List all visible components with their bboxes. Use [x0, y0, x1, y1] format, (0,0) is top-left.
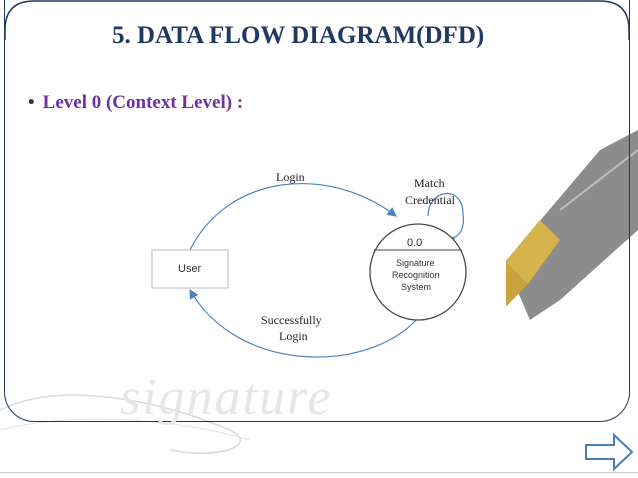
- flow-match-label-line2: Credential: [405, 193, 456, 207]
- process-name-line2: Recognition: [392, 270, 440, 280]
- flow-success-arrow: [189, 288, 419, 358]
- slide-title: 5. DATA FLOW DIAGRAM(DFD): [112, 22, 485, 49]
- process-name-line1: Signature: [396, 258, 435, 268]
- process-circle: [369, 223, 467, 321]
- process-id: 0.0: [407, 237, 422, 249]
- dfd-diagram: User 0.0 Signature Recognition System Lo…: [128, 154, 506, 374]
- bullet-text: Level 0 (Context Level) :: [42, 92, 244, 113]
- process-name-line3: System: [401, 282, 431, 292]
- flow-success-label-line2: Login: [279, 329, 308, 343]
- flow-match-loop: [427, 193, 465, 246]
- right-arrow-icon: [585, 432, 634, 472]
- flow-match-label-line1: Match: [414, 176, 445, 190]
- bullet-item: • Level 0 (Context Level) :: [28, 92, 243, 114]
- footer-divider: [0, 472, 638, 473]
- flow-login-label: Login: [276, 170, 305, 184]
- flow-login-arrow: [189, 182, 397, 251]
- next-slide-button[interactable]: [584, 432, 634, 472]
- flow-success-label-line1: Successfully: [261, 313, 322, 327]
- slide-frame: [4, 0, 630, 422]
- slide-frame-top: [4, 0, 630, 40]
- dfd-svg: User 0.0 Signature Recognition System Lo…: [151, 170, 467, 358]
- entity-user-box: [151, 249, 229, 289]
- bullet-dot-icon: •: [28, 92, 35, 113]
- entity-user-label: User: [178, 263, 202, 275]
- signature-watermark: signature: [120, 369, 333, 426]
